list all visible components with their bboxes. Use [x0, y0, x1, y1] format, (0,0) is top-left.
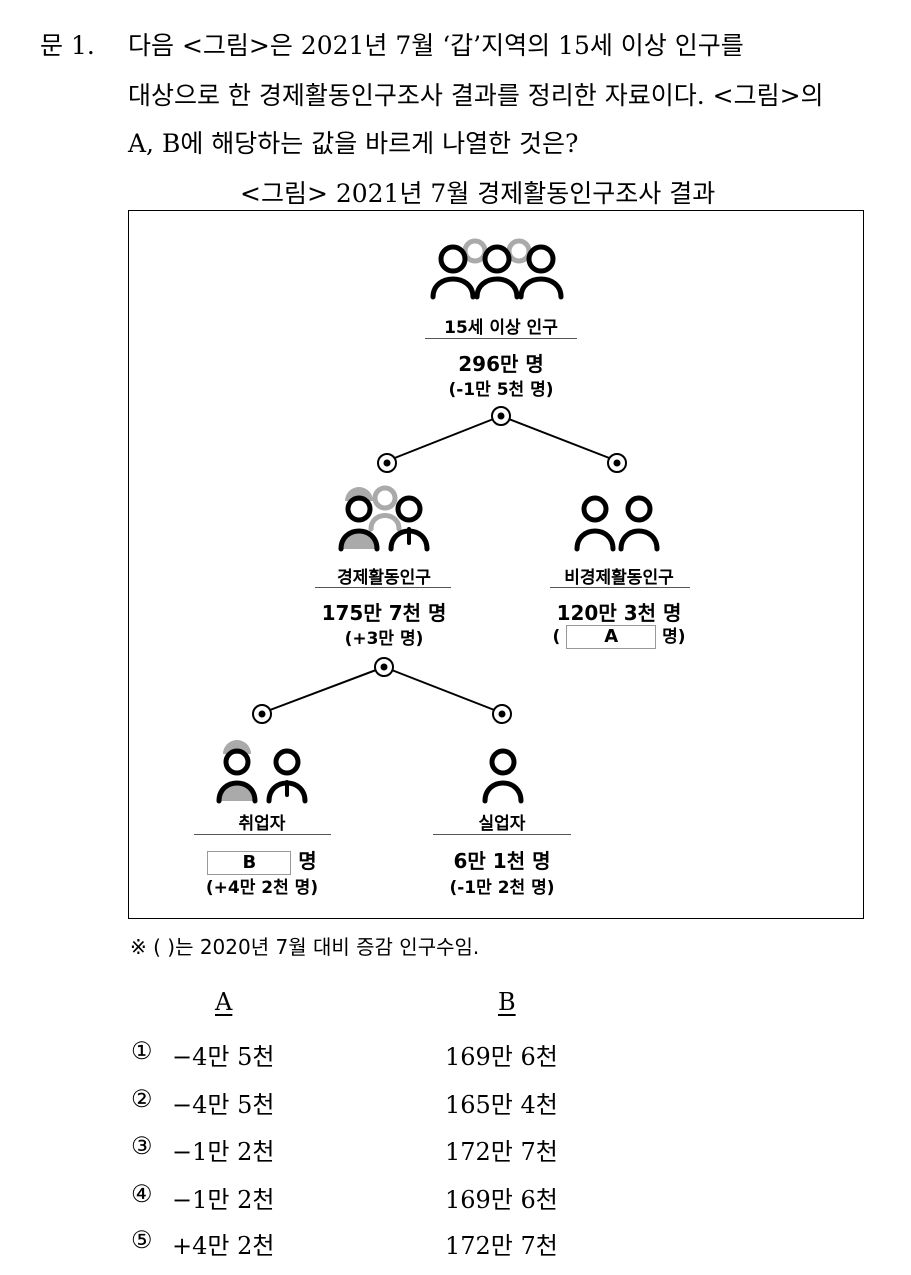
option-2-a: −4만 5천 [172, 1091, 275, 1119]
total-value: 296만 명 [458, 352, 544, 376]
total-label-underline [425, 338, 577, 339]
employed-icon [216, 740, 308, 804]
option-1-b: 169만 6천 [445, 1043, 558, 1071]
dot-active-top [377, 453, 397, 473]
question-line-3: A, B에 해당하는 값을 바르게 나열한 것은? [128, 129, 579, 158]
dot-inactive-top [607, 453, 627, 473]
question-line-1: 다음 <그림>은 2021년 7월 ‘갑’지역의 15세 이상 인구를 [128, 31, 744, 60]
employed-label-underline [194, 834, 331, 835]
blank-b: B [207, 850, 292, 875]
dot-unemployed-top [492, 704, 512, 724]
dot-employed-top [252, 704, 272, 724]
inactive-change-close: 명) [662, 627, 686, 647]
inactive-label-underline [550, 587, 690, 588]
unemployed-change: (-1만 2천 명) [449, 878, 555, 898]
option-4-a: −1만 2천 [172, 1186, 275, 1214]
non-worker-group-icon [574, 495, 660, 552]
unemployed-label-underline [433, 834, 571, 835]
active-change: (+3만 명) [344, 629, 424, 649]
header-b: B [498, 988, 516, 1016]
worker-group-icon [338, 485, 430, 552]
option-3-a: −1만 2천 [172, 1138, 275, 1166]
option-3-b: 172만 7천 [445, 1138, 558, 1166]
total-change: (-1만 5천 명) [448, 380, 554, 400]
inactive-label: 비경제활동인구 [564, 568, 674, 588]
option-3-number[interactable]: ③ [131, 1132, 153, 1160]
blank-a: A [566, 625, 657, 649]
inactive-change: ( A 명) [534, 622, 704, 649]
figure-title: <그림> 2021년 7월 경제활동인구조사 결과 [240, 179, 716, 208]
employed-label: 취업자 [238, 814, 286, 834]
population-group-icon [430, 238, 564, 300]
employed-value-suffix: 명 [298, 849, 317, 873]
question-line-2: 대상으로 한 경제활동인구조사 결과를 정리한 자료이다. <그림>의 [128, 81, 824, 110]
employed-change: (+4만 2천 명) [205, 878, 319, 898]
option-1-number[interactable]: ① [131, 1037, 153, 1065]
inactive-value: 120만 3천 명 [556, 601, 682, 625]
option-4-number[interactable]: ④ [131, 1180, 153, 1208]
option-5-a: +4만 2천 [172, 1232, 275, 1260]
dot-active [374, 657, 394, 677]
option-5-number[interactable]: ⑤ [131, 1226, 153, 1254]
active-value: 175만 7천 명 [321, 601, 447, 625]
total-label: 15세 이상 인구 [444, 318, 558, 338]
node-dots [252, 406, 627, 724]
dot-total [491, 406, 511, 426]
unemployed-icon [482, 748, 524, 804]
inactive-change-open: ( [552, 627, 561, 647]
unemployed-label: 실업자 [478, 814, 526, 834]
figure-note: ※ ( )는 2020년 7월 대비 증감 인구수임. [130, 935, 480, 959]
header-a: A [215, 988, 233, 1016]
option-4-b: 169만 6천 [445, 1186, 558, 1214]
option-5-b: 172만 7천 [445, 1232, 558, 1260]
active-label: 경제활동인구 [337, 568, 431, 588]
question-number: 문 1. [40, 31, 95, 60]
option-1-a: −4만 5천 [172, 1043, 275, 1071]
option-2-number[interactable]: ② [131, 1085, 153, 1113]
option-2-b: 165만 4천 [445, 1091, 558, 1119]
population-tree-diagram [216, 238, 660, 804]
figure-box: 15세 이상 인구 296만 명 (-1만 5천 명) 경제활동인구 175만 … [128, 210, 864, 919]
active-label-underline [315, 587, 451, 588]
employed-value: B 명 [177, 845, 347, 875]
unemployed-value: 6만 1천 명 [453, 849, 551, 873]
